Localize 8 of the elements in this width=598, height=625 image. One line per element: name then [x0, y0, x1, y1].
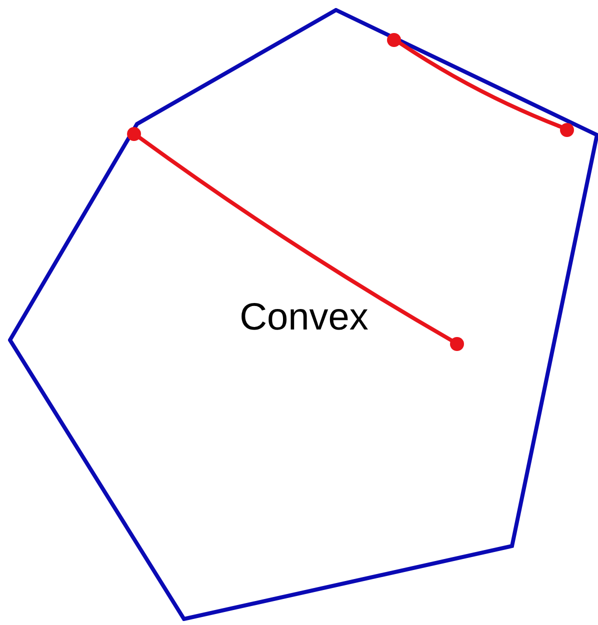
point-dot — [560, 123, 574, 137]
point-dot — [387, 33, 401, 47]
line-segment — [398, 41, 563, 129]
point-dot — [450, 337, 464, 351]
convex-hexagon — [8, 8, 598, 621]
shape-label: Convex — [240, 296, 368, 340]
line-segment — [138, 136, 454, 342]
point-dot — [127, 127, 141, 141]
